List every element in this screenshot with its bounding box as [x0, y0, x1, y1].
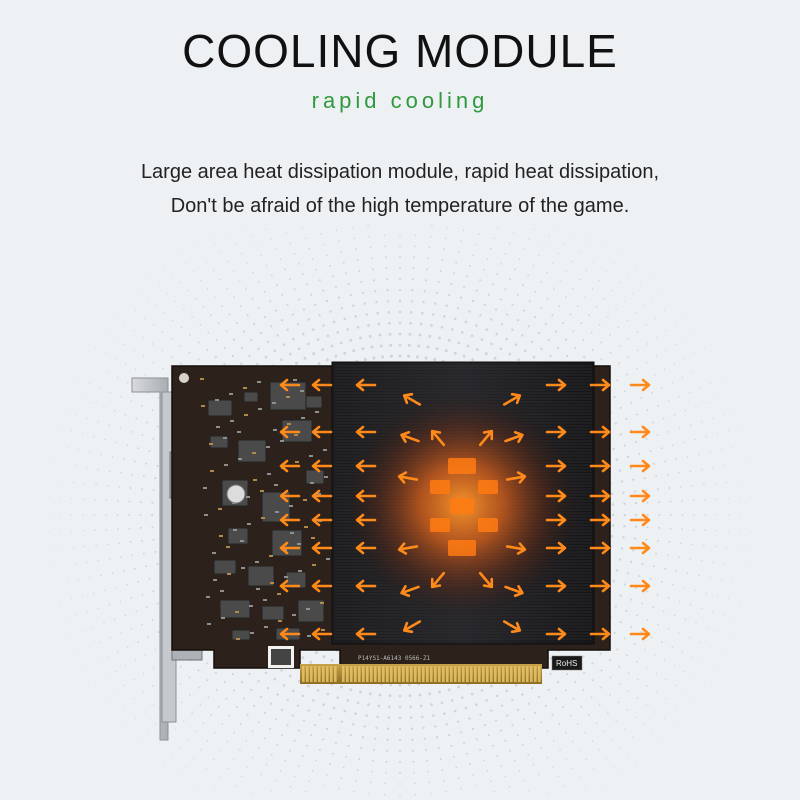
gold-edge-connector — [300, 664, 542, 684]
heat-arrow-icon — [478, 571, 494, 589]
heat-arrow-icon — [545, 489, 567, 503]
heat-arrow-icon — [545, 627, 567, 641]
heatsink — [331, 361, 595, 645]
heat-arrow-icon — [504, 430, 524, 443]
heat-arrow-icon — [279, 541, 301, 555]
heat-arrow-icon — [505, 471, 527, 484]
heat-arrow-icon — [629, 579, 651, 593]
heat-arrow-icon — [279, 627, 301, 641]
heat-arrow-icon — [589, 489, 611, 503]
heat-arrow-icon — [311, 425, 333, 439]
heat-arrow-icon — [397, 471, 419, 484]
heat-arrow-icon — [279, 459, 301, 473]
heat-arrow-icon — [402, 392, 422, 406]
heat-flow-arrows — [279, 378, 651, 641]
heat-arrow-icon — [355, 541, 377, 555]
heat-arrow-icon — [545, 541, 567, 555]
heat-arrow-icon — [629, 489, 651, 503]
heat-arrow-icon — [589, 627, 611, 641]
heat-arrow-icon — [279, 579, 301, 593]
heat-arrow-icon — [545, 513, 567, 527]
heat-arrow-icon — [355, 425, 377, 439]
heat-arrow-icon — [311, 513, 333, 527]
page-subtitle: rapid cooling — [311, 88, 489, 113]
heat-arrow-icon — [629, 459, 651, 473]
heat-arrow-icon — [589, 378, 611, 392]
heat-arrow-icon — [311, 378, 333, 392]
heat-arrow-icon — [629, 627, 651, 641]
page-title: COOLING MODULE — [182, 25, 618, 77]
heat-arrow-icon — [279, 425, 301, 439]
heat-arrow-icon — [504, 585, 524, 598]
heat-arrow-icon — [279, 513, 301, 527]
heat-arrow-icon — [502, 620, 522, 634]
heat-arrow-icon — [430, 429, 446, 447]
heat-arrow-icon — [545, 378, 567, 392]
heat-arrow-icon — [402, 620, 422, 634]
heat-arrow-icon — [478, 429, 494, 447]
heat-arrow-icon — [502, 392, 522, 406]
description-line-2: Don't be afraid of the high temperature … — [170, 195, 630, 217]
heat-arrow-icon — [311, 579, 333, 593]
heat-arrow-icon — [311, 489, 333, 503]
description-line-1: Large area heat dissipation module, rapi… — [140, 161, 660, 183]
heat-arrow-icon — [505, 542, 527, 555]
heat-arrow-icon — [397, 542, 419, 555]
heat-arrow-icon — [589, 541, 611, 555]
heat-arrow-icon — [430, 571, 446, 589]
heat-arrow-icon — [355, 459, 377, 473]
description: Large area heat dissipation module, rapi… — [0, 155, 800, 223]
heat-arrow-icon — [629, 513, 651, 527]
heat-arrow-icon — [589, 459, 611, 473]
heat-arrow-icon — [629, 541, 651, 555]
heat-arrow-icon — [629, 378, 651, 392]
heat-arrow-icon — [355, 378, 377, 392]
heat-arrow-icon — [589, 579, 611, 593]
heat-arrow-icon — [355, 513, 377, 527]
heat-arrow-icon — [355, 579, 377, 593]
heat-arrow-icon — [545, 425, 567, 439]
heat-arrow-icon — [400, 430, 420, 443]
heat-arrow-icon — [311, 459, 333, 473]
heat-arrow-icon — [279, 489, 301, 503]
heat-arrow-icon — [589, 425, 611, 439]
heat-arrow-icon — [545, 579, 567, 593]
heat-arrow-icon — [355, 489, 377, 503]
heat-arrow-icon — [311, 627, 333, 641]
rohs-badge — [551, 655, 583, 671]
heat-arrow-icon — [545, 459, 567, 473]
board-marking: P14YS1-A6143 0566-Z1 — [358, 655, 431, 662]
heat-arrow-icon — [355, 627, 377, 641]
heat-arrow-icon — [279, 378, 301, 392]
rohs-label: RoHS — [556, 659, 577, 668]
heat-arrow-icon — [589, 513, 611, 527]
heat-arrow-icon — [629, 425, 651, 439]
graphics-card-illustration: P14YS1-A6143 0566-Z1 RoHS — [47, 224, 753, 796]
heat-arrow-icon — [400, 585, 420, 598]
heat-arrow-icon — [311, 541, 333, 555]
